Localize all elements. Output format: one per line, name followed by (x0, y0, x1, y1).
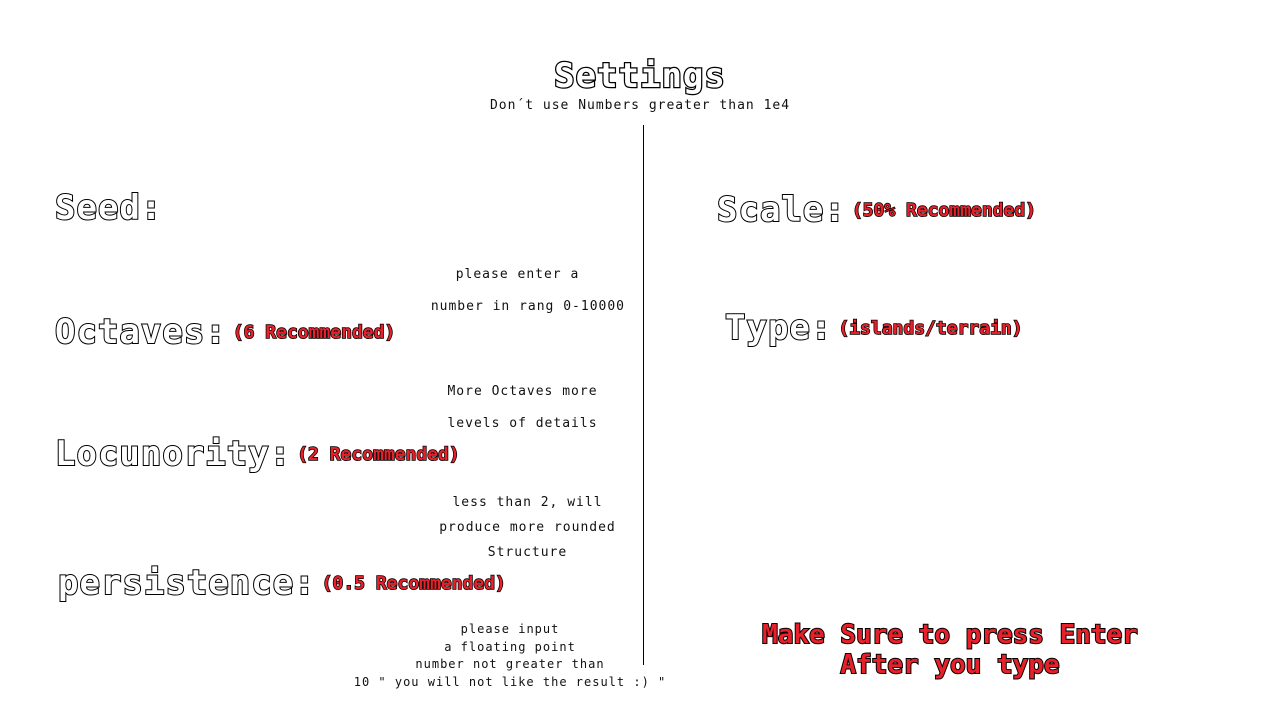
page-title: Settings (553, 55, 726, 98)
persistence-help-line: a floating point (444, 639, 576, 654)
lacunarity-help-line: less than 2, will (452, 495, 603, 510)
lacunarity-help-line: produce more rounded (439, 520, 616, 535)
enter-reminder: Make Sure to press Enter After you type (690, 619, 1210, 681)
lacunarity-help: less than 2, will produce more rounded S… (420, 490, 635, 565)
type-recommendation: (islands/terrain) (838, 317, 1024, 340)
column-divider (643, 125, 644, 665)
seed-label: Seed: (54, 187, 163, 229)
type-input[interactable] (730, 358, 1204, 390)
persistence-label-row: persistence: (0.5 Recommended) (57, 562, 507, 604)
seed-help-line: number in rang 0-10000 (430, 299, 625, 314)
scale-input[interactable] (720, 240, 1204, 272)
seed-help: please enter a number in rang 0-10000 (400, 259, 625, 323)
persistence-help-line: please input (460, 622, 560, 636)
octaves-help-line: levels of details (447, 416, 598, 431)
octaves-recommendation: (6 Recommended) (232, 321, 396, 344)
persistence-recommendation: (0.5 Recommended) (321, 572, 507, 595)
seed-label-row: Seed: (54, 187, 163, 229)
scale-recommendation: (50% Recommended) (851, 199, 1037, 222)
seed-help-line: please enter a (455, 267, 580, 282)
persistence-help-line: 10 " you will not like the result :) " (353, 674, 667, 689)
octaves-label: Octaves: (54, 311, 227, 353)
enter-reminder-line: After you type (839, 649, 1060, 681)
seed-input[interactable] (190, 194, 594, 226)
lacunarity-recommendation: (2 Recommended) (296, 443, 460, 466)
lacunarity-input[interactable] (520, 440, 634, 472)
persistence-help: please input a floating point number not… (340, 621, 680, 691)
persistence-help-line: number not greater than (415, 657, 605, 671)
octaves-help: More Octaves more levels of details (420, 376, 625, 440)
persistence-label: persistence: (57, 562, 316, 604)
type-label-row: Type: (islands/terrain) (724, 307, 1024, 349)
lacunarity-label-row: Locunority: (2 Recommended) (54, 433, 460, 475)
lacunarity-label: Locunority: (54, 433, 292, 475)
enter-reminder-line: Make Sure to press Enter (761, 619, 1139, 651)
scale-label: Scale: (716, 189, 846, 231)
octaves-label-row: Octaves: (6 Recommended) (54, 311, 396, 353)
page-subtitle: Don´t use Numbers greater than 1e4 (489, 98, 791, 113)
octaves-help-line: More Octaves more (447, 384, 598, 399)
lacunarity-help-line: Structure (487, 545, 568, 560)
type-label: Type: (724, 307, 833, 349)
scale-label-row: Scale: (50% Recommended) (716, 189, 1037, 231)
persistence-input[interactable] (575, 569, 639, 601)
octaves-input[interactable] (450, 318, 634, 350)
